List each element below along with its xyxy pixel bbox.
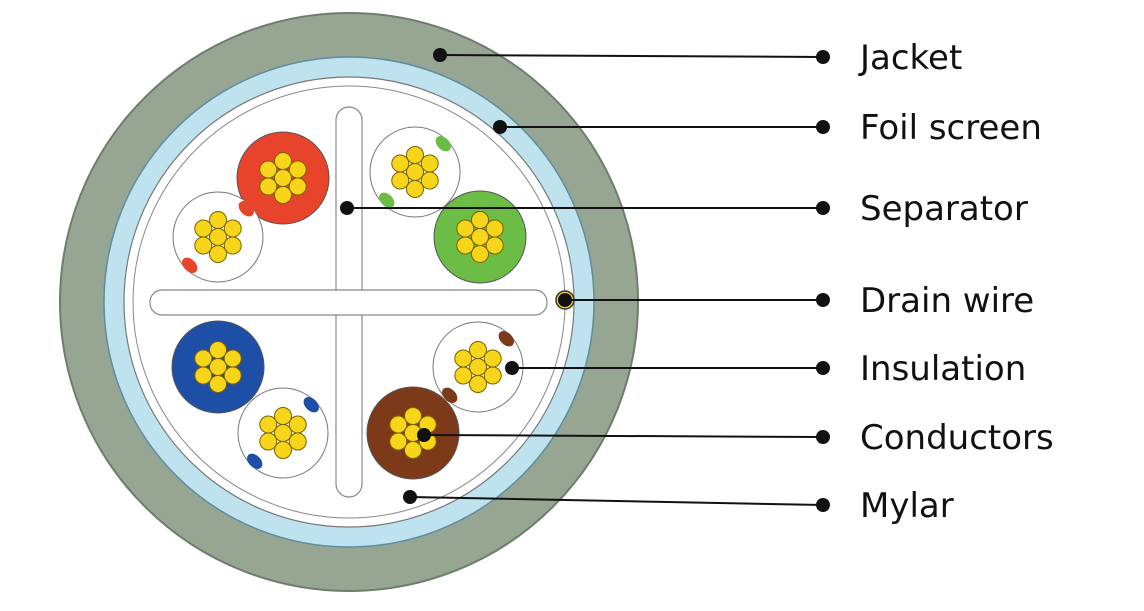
conductor-strand <box>485 219 504 238</box>
conductor-strand <box>274 186 292 204</box>
label-foil: Foil screen <box>860 108 1042 148</box>
conductor-strand <box>406 146 424 164</box>
conductor-strand <box>288 160 307 179</box>
conductor-strand <box>454 366 473 385</box>
conductor-strand <box>469 358 487 376</box>
callout-mylar: Mylar <box>403 486 954 526</box>
conductor-strand <box>483 349 502 368</box>
conductor-strand <box>274 169 292 187</box>
callout-conductors: Conductors <box>417 418 1054 458</box>
conductor-strand <box>209 228 227 246</box>
conductor-strand <box>209 358 227 376</box>
wire-blue-solid <box>171 320 265 414</box>
conductor-strand <box>194 366 213 385</box>
conductor-strand <box>406 180 424 198</box>
conductor-strand <box>288 177 307 196</box>
conductor-strand <box>456 219 475 238</box>
wire-green-striped <box>369 126 461 218</box>
conductor-strand <box>274 441 292 459</box>
conductor-strand <box>389 415 408 434</box>
conductor-strand <box>471 245 489 263</box>
label-mylar: Mylar <box>860 486 954 526</box>
conductor-strand <box>209 211 227 229</box>
wire-pairs <box>171 126 527 480</box>
conductor-strand <box>483 366 502 385</box>
conductor-strand <box>274 424 292 442</box>
conductor-strand <box>194 219 213 238</box>
conductor-strand <box>194 236 213 255</box>
wire-red-solid <box>236 131 330 225</box>
label-insulation: Insulation <box>860 349 1026 389</box>
callout-foil: Foil screen <box>493 108 1042 148</box>
callout-insulation: Insulation <box>505 349 1026 389</box>
wire-green-solid <box>433 190 527 284</box>
conductor-strand <box>471 228 489 246</box>
conductor-strand <box>259 415 278 434</box>
conductor-strand <box>223 219 242 238</box>
conductor-strand <box>288 432 307 451</box>
label-separator: Separator <box>860 189 1028 229</box>
wire-blue-striped <box>237 387 329 479</box>
callout-jacket: Jacket <box>433 38 962 78</box>
conductor-strand <box>209 245 227 263</box>
conductor-strand <box>420 171 439 190</box>
conductor-strand <box>391 154 410 173</box>
conductor-strand <box>391 171 410 190</box>
conductor-strand <box>406 163 424 181</box>
conductor-strand <box>288 415 307 434</box>
conductor-strand <box>469 341 487 359</box>
conductor-strand <box>274 407 292 425</box>
conductor-strand <box>223 236 242 255</box>
conductor-strand <box>259 160 278 179</box>
label-conductors: Conductors <box>860 418 1054 458</box>
conductor-strand <box>209 375 227 393</box>
callout-drain: Drain wire <box>558 281 1034 321</box>
conductor-strand <box>420 154 439 173</box>
conductor-strand <box>194 349 213 368</box>
conductor-strand <box>456 236 475 255</box>
label-drain: Drain wire <box>860 281 1034 321</box>
conductor-strand <box>274 152 292 170</box>
conductor-strand <box>454 349 473 368</box>
conductor-strand <box>259 432 278 451</box>
wire-red-striped <box>172 191 264 283</box>
label-jacket: Jacket <box>858 38 962 78</box>
conductor-strand <box>471 211 489 229</box>
separator <box>149 106 548 498</box>
conductor-strand <box>404 441 422 459</box>
conductor-strand <box>469 375 487 393</box>
conductor-strand <box>389 432 408 451</box>
conductor-strand <box>259 177 278 196</box>
callout-separator: Separator <box>340 189 1028 229</box>
conductor-strand <box>404 407 422 425</box>
conductor-strand <box>223 349 242 368</box>
conductor-strand <box>209 341 227 359</box>
conductor-strand <box>223 366 242 385</box>
wire-brown-solid <box>366 386 460 480</box>
conductor-strand <box>485 236 504 255</box>
wire-brown-striped <box>432 321 524 413</box>
